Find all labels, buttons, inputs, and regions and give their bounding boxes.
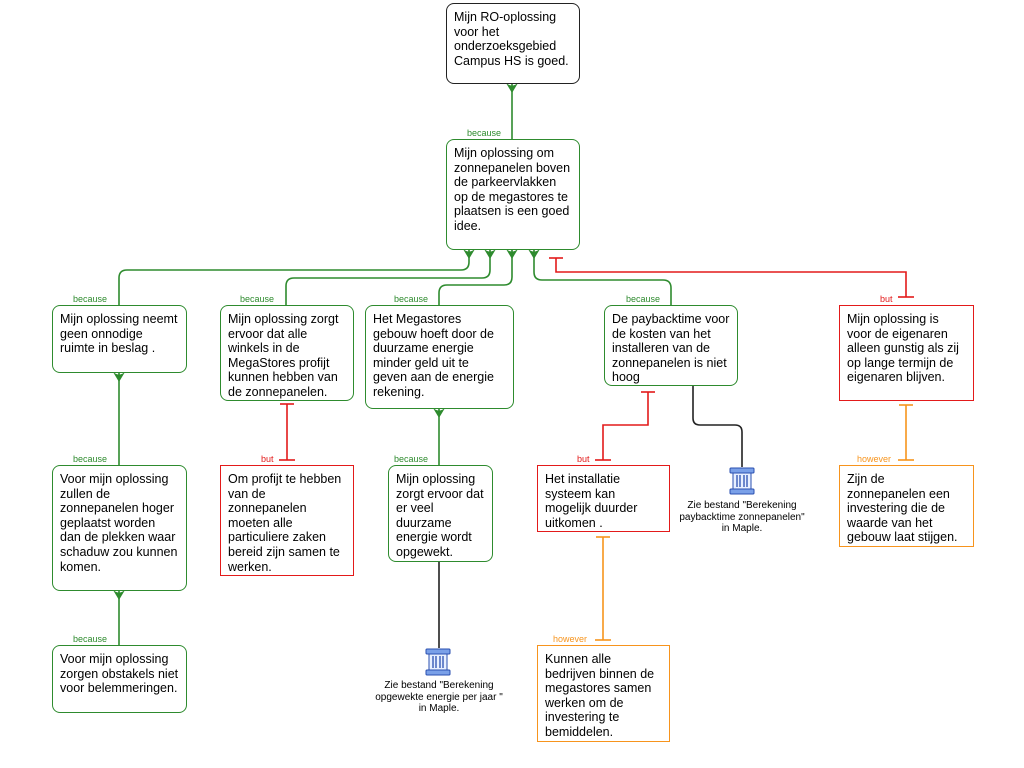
objection-cooperation[interactable]: Om profijt te hebben van de zonnepanelen… — [220, 465, 354, 576]
root-claim[interactable]: Mijn RO-oplossing voor het onderzoeksgeb… — [446, 3, 580, 84]
evidence-connectors — [438, 385, 743, 648]
rebuttal-connectors — [595, 404, 914, 641]
reason-higher-placement[interactable]: Voor mijn oplossing zullen de zonnepanel… — [52, 465, 187, 591]
objection-owners[interactable]: Mijn oplossing is voor de eigenaren alle… — [839, 305, 974, 401]
evidence-paybacktime-calculation[interactable]: Zie bestand "Berekening paybacktime zonn… — [679, 500, 805, 534]
reason-paybacktime[interactable]: De paybacktime voor de kosten van het in… — [604, 305, 738, 386]
because-label: because — [467, 128, 502, 138]
because-label: because — [73, 454, 108, 464]
pillar-icon — [425, 648, 451, 676]
main-contention[interactable]: Mijn oplossing om zonnepanelen boven de … — [446, 139, 580, 250]
but-label: but — [577, 454, 590, 464]
reason-no-obstacles[interactable]: Voor mijn oplossing zorgen obstakels nie… — [52, 645, 187, 713]
support-connectors — [118, 83, 672, 645]
but-label: but — [261, 454, 274, 464]
reason-stores-profit[interactable]: Mijn oplossing zorgt ervoor dat alle win… — [220, 305, 354, 401]
reason-no-space[interactable]: Mijn oplossing neemt geen onnodige ruimt… — [52, 305, 187, 373]
because-label: because — [626, 294, 661, 304]
rebuttal-shared-investment[interactable]: Kunnen alle bedrijven binnen de megastor… — [537, 645, 670, 742]
because-label: because — [394, 454, 429, 464]
because-label: because — [240, 294, 275, 304]
pillar-icon — [729, 467, 755, 495]
objection-connectors — [279, 257, 914, 461]
because-label: because — [73, 294, 108, 304]
however-label: however — [553, 634, 588, 644]
evidence-energy-calculation[interactable]: Zie bestand "Berekening opgewekte energi… — [375, 680, 503, 714]
however-label: however — [857, 454, 892, 464]
reason-sustainable-energy[interactable]: Mijn oplossing zorgt ervoor dat er veel … — [388, 465, 493, 562]
reason-energy-bill[interactable]: Het Megastores gebouw hoeft door de duur… — [365, 305, 514, 409]
objection-installation-cost[interactable]: Het installatie systeem kan mogelijk duu… — [537, 465, 670, 532]
but-label: but — [880, 294, 893, 304]
rebuttal-building-value[interactable]: Zijn de zonnepanelen een investering die… — [839, 465, 974, 547]
because-label: because — [394, 294, 429, 304]
because-label: because — [73, 634, 108, 644]
